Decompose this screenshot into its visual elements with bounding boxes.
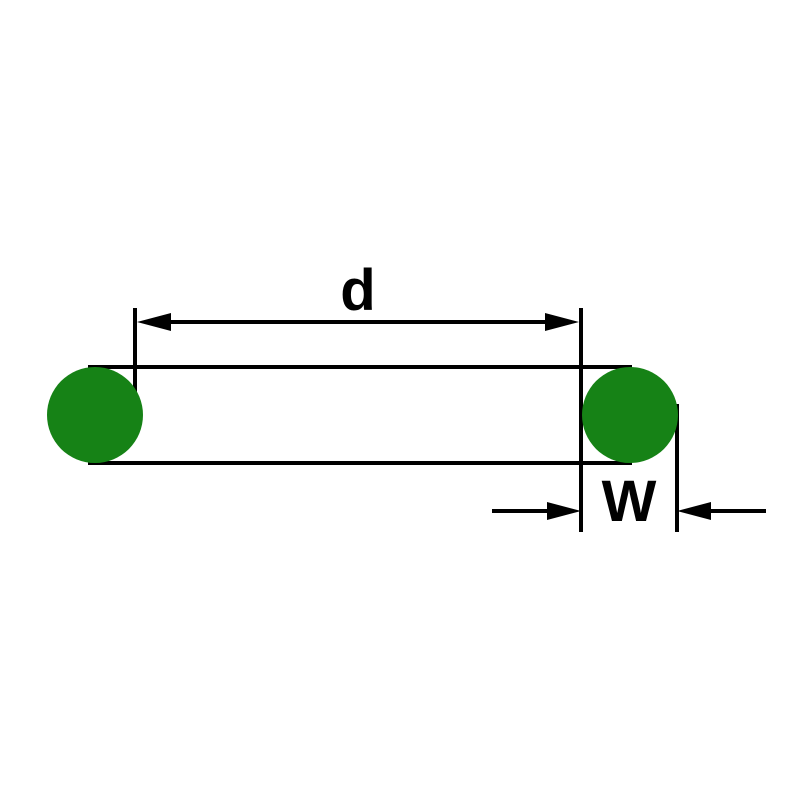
w-arrowhead-left-icon: [547, 502, 581, 520]
d-arrowhead-right-icon: [545, 313, 579, 331]
cross-section-width-label: W: [602, 469, 657, 534]
oring-section-left: [47, 367, 143, 463]
inner-diameter-label: d: [340, 258, 375, 323]
oring-section-right: [582, 367, 678, 463]
w-arrowhead-right-icon: [677, 502, 711, 520]
d-arrowhead-left-icon: [137, 313, 171, 331]
